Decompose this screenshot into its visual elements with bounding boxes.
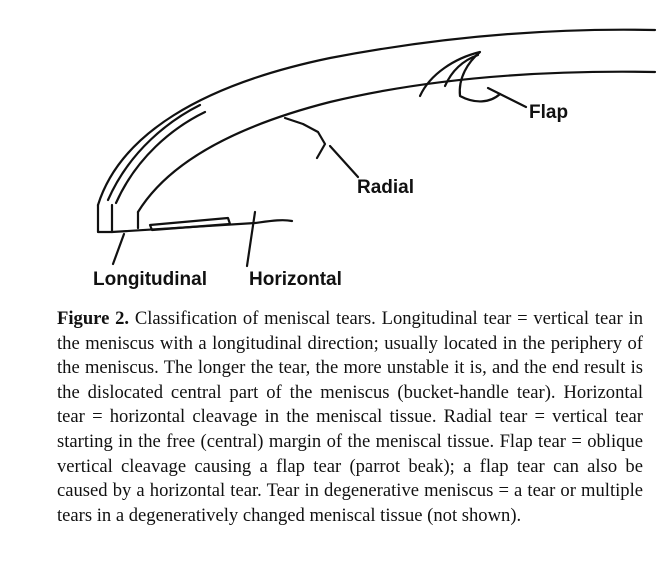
radial-tear bbox=[283, 116, 327, 160]
meniscus-cut-face bbox=[96, 203, 114, 234]
label-longitudinal: Longitudinal bbox=[93, 269, 207, 290]
radial-pointer bbox=[328, 144, 360, 179]
meniscus-drawing: Flap Radial Longitudinal Horizontal bbox=[93, 28, 657, 290]
horizontal-pointer bbox=[245, 210, 257, 268]
label-horizontal: Horizontal bbox=[249, 269, 342, 290]
figure-caption: Figure 2. Classification of meniscal tea… bbox=[57, 307, 643, 528]
horizontal-tear bbox=[148, 216, 232, 232]
flap-tear-2 bbox=[443, 53, 480, 88]
flap-tear bbox=[418, 50, 502, 103]
meniscus-bottom-edge bbox=[110, 219, 294, 234]
meniscus-inner-edge bbox=[136, 70, 657, 214]
longitudinal-tear bbox=[106, 103, 202, 202]
longitudinal-pointer bbox=[111, 232, 126, 266]
longitudinal-tear-2 bbox=[114, 110, 207, 205]
figure-caption-label: Figure 2. bbox=[57, 308, 130, 329]
figure-caption-text: Classification of meniscal tears. Longit… bbox=[57, 308, 644, 526]
meniscus-outer-edge bbox=[96, 28, 657, 207]
label-radial: Radial bbox=[357, 177, 414, 198]
meniscus-tear-diagram: Flap Radial Longitudinal Horizontal bbox=[93, 28, 657, 290]
flap-pointer bbox=[486, 86, 528, 109]
label-flap: Flap bbox=[529, 102, 568, 123]
